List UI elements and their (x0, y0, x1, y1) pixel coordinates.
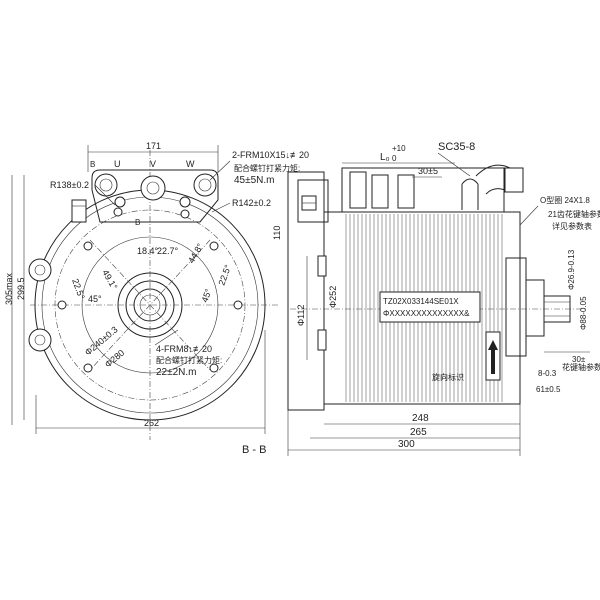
callout-bottom-line2: 配合螺钉打紧力矩: (156, 355, 222, 365)
dim-299-5: 299.5 (16, 277, 26, 300)
terminal-v (140, 175, 166, 201)
side-ear-top (317, 255, 327, 277)
angle-22-5-right: 22.5° (216, 263, 233, 287)
angle-45-left: 45° (88, 294, 102, 304)
leader-callout-top (209, 160, 231, 181)
dim-30-5: 30±5 (418, 166, 438, 176)
bolt-hole-7 (113, 207, 123, 217)
dim-8: 8-0.3 (538, 369, 557, 378)
dim-248: 248 (412, 413, 429, 424)
dim-26-9: Φ26.9-0.13 (567, 249, 576, 290)
shaft-flange (525, 279, 545, 337)
bolt-hole-6 (209, 363, 219, 373)
dim-30b: 30± (572, 355, 586, 364)
callout-top-line2: 配合螺钉打紧力矩: (234, 163, 300, 173)
leader-r138 (94, 184, 116, 206)
lug-upper-left (28, 258, 52, 282)
leader-callout-bottom (154, 329, 179, 346)
elbow-end (504, 167, 524, 193)
callout-top-line1: 2-FRM10X15↓≢20 (232, 150, 309, 160)
angle-22-5-left: 22.5° (70, 277, 87, 301)
terminal-screw-b (179, 196, 191, 208)
gland-3 (397, 174, 415, 209)
rotation-arrow-icon (488, 340, 498, 374)
terminal-v-core (146, 181, 160, 195)
angle-49-1: 49.1° (100, 268, 119, 292)
dim-88: Φ88-0.05 (579, 296, 588, 330)
angle-18-4: 18.4° (137, 246, 159, 256)
dim-262: 262 (144, 418, 159, 428)
side-ear-bottom (317, 329, 327, 351)
front-view: U V W B B 171 R138±0.2 R142±0.2 2-FRM10X… (4, 141, 309, 456)
b-label-left: B (90, 160, 95, 169)
dim-305max: 305max (4, 272, 14, 305)
callout-bottom-line1: 4-FRM8↓≢20 (156, 344, 212, 354)
diag-centerline-2 (89, 239, 211, 371)
terminal-u (94, 173, 118, 197)
terminal-box (91, 169, 219, 223)
bolt-hole-3 (57, 300, 67, 310)
lug-hole-lower (34, 334, 46, 346)
dim-252: Φ252 (328, 286, 338, 308)
dim-r142: R142±0.2 (232, 198, 271, 208)
dim-r138: R138±0.2 (50, 180, 89, 190)
callout-bottom-line3: 22±2N.m (156, 367, 197, 378)
side-connector (71, 199, 87, 223)
gland-1 (349, 171, 367, 209)
section-label: B - B (242, 444, 266, 456)
o-ring-note: O型圈 24X1.8 (540, 196, 590, 205)
terminal-label-u: U (114, 159, 121, 169)
bolt-hole-1 (83, 241, 93, 251)
terminal-screw-a (114, 196, 126, 208)
dim-l0-tol2: 0 (392, 154, 397, 163)
angle-45-right: 45° (199, 287, 213, 304)
callout-top-line3: 45±5N.m (234, 175, 275, 186)
note-bottom: 花键轴参数表 (562, 362, 600, 372)
dim-171: 171 (146, 141, 161, 151)
nameplate-model: TZ02X033144SE01X (383, 297, 459, 306)
terminal-label-w: W (186, 159, 195, 169)
lug-lower-left (28, 328, 52, 352)
leader-r142 (211, 202, 231, 213)
front-hub (505, 257, 527, 357)
connector-block (297, 179, 329, 223)
dim-300: 300 (398, 439, 415, 450)
dim-pilot: Φ280 (103, 348, 126, 370)
connector-label: SC35-8 (438, 141, 475, 153)
dim-110: 110 (272, 226, 282, 240)
bolt-hole-2 (209, 241, 219, 251)
leader-o-ring (519, 205, 539, 226)
bolt-hole-4 (233, 300, 243, 310)
nameplate (379, 291, 481, 323)
terminal-u-core (99, 178, 113, 192)
dim-112: Φ112 (296, 304, 306, 326)
spline-note-2: 详见参数表 (552, 221, 592, 231)
dim-61-5: 61±0.5 (536, 385, 561, 394)
angle-22-7: 22.7° (157, 246, 179, 256)
rotation-label: 旋向标识 (432, 372, 464, 382)
dim-l0: L₀ (380, 152, 390, 163)
terminal-label-v: V (150, 159, 156, 169)
spline-note: 21齿花键轴参数 (548, 209, 600, 219)
dim-l0-tol: +10 (392, 144, 406, 153)
dim-265: 265 (410, 427, 427, 438)
lug-hole-upper (34, 264, 46, 276)
leader-connector (437, 152, 471, 177)
cable-outlet (461, 178, 479, 210)
terminal-w-core (198, 178, 212, 192)
side-view: TZ02X033144SE01X ΦXXXXXXXXXXXXXX& 旋向标识 S… (272, 141, 600, 456)
bolt-hole-8 (180, 209, 190, 219)
nameplate-serial: ΦXXXXXXXXXXXXXX& (383, 309, 470, 318)
gland-2 (371, 174, 389, 209)
b-label-mid: B (135, 218, 140, 227)
bolt-hole-5 (83, 363, 93, 373)
